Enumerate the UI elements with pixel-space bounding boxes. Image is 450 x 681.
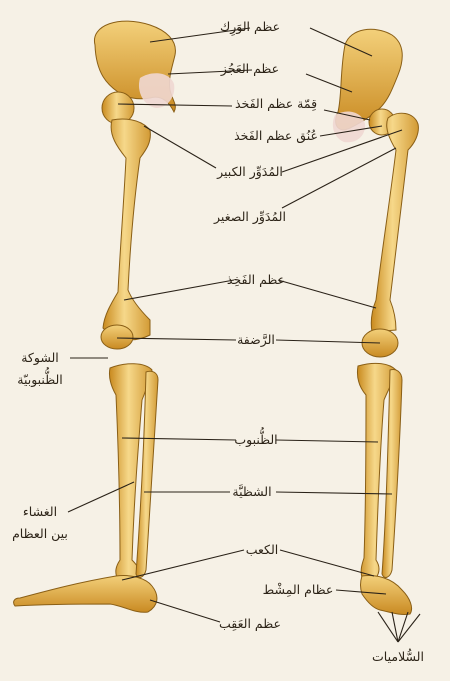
leader-sacrum-left — [167, 69, 253, 75]
leader-hip-left — [149, 27, 251, 43]
left-obturator — [138, 73, 175, 108]
leader-tibia-right — [275, 439, 379, 443]
left-foot — [13, 575, 158, 613]
left-femur — [102, 118, 151, 341]
label-tibial-spine-2: الظُّنبوبيّة — [17, 367, 63, 388]
leader-femur-left — [123, 279, 235, 301]
leader-lines — [67, 27, 421, 643]
label-lesser-trochanter: المُدَوِّر الصغير — [213, 209, 286, 225]
leader-phalanx-3 — [397, 611, 409, 643]
leader-gtrochanter-left — [143, 125, 217, 169]
left-leg — [13, 20, 176, 613]
right-femur — [370, 112, 419, 333]
leader-interosseous — [67, 481, 135, 513]
leader-fibula-right — [275, 491, 393, 495]
label-interosseous-2: بين العظام — [12, 526, 68, 542]
leader-femur-head-right — [323, 109, 371, 121]
leader-femur-head-left — [117, 103, 233, 107]
label-calcaneus: عظم العَقِب — [219, 616, 281, 632]
label-phalanges: السُّلاميات — [372, 649, 424, 664]
leader-phalanx-4 — [397, 613, 421, 643]
right-hip-bone — [335, 28, 403, 131]
leader-femur-neck — [319, 125, 383, 137]
label-hip-bone: عظم الوَرِك — [220, 19, 280, 36]
label-ankle: الكعب — [246, 542, 279, 557]
leader-calcaneus — [149, 599, 221, 623]
left-patella — [100, 324, 134, 350]
label-fibula: الشظيَّة — [232, 484, 271, 499]
label-patella: الرَّضفة — [237, 332, 275, 348]
leader-femur-right — [277, 279, 377, 309]
leader-ltrochanter — [281, 147, 397, 209]
left-fibula — [135, 370, 159, 578]
leader-hip-right — [309, 27, 373, 57]
label-greater-trochanter: المُدَوِّر الكبير — [216, 164, 283, 180]
labels: عظم الوَرِك عظم العَجُز قِمّة عظم الفَخذ… — [12, 19, 424, 664]
right-foot — [360, 575, 413, 615]
label-femur-head: قِمّة عظم الفَخذ — [235, 96, 317, 112]
leader-phalanx-1 — [377, 611, 399, 643]
leader-ankle-left — [121, 549, 245, 581]
label-sacrum: عظم العَجُز — [220, 61, 279, 77]
leader-metatarsals — [335, 589, 387, 595]
label-metatarsals: عظام المِشْط — [263, 582, 334, 597]
leader-patella-right — [275, 339, 381, 344]
label-tibia: الظُّنبوب — [234, 427, 277, 448]
label-tibial-spine-1: الشوكة — [21, 350, 59, 366]
leader-tibia-left — [121, 437, 237, 441]
right-fibula — [381, 369, 403, 578]
leader-sacrum-right — [305, 73, 353, 93]
right-obturator — [332, 111, 366, 143]
leader-ankle-right — [279, 549, 375, 577]
leader-patella-left — [116, 337, 237, 341]
leader-gtrochanter-right — [281, 129, 403, 173]
right-leg — [332, 28, 419, 615]
label-interosseous-1: الغشاء — [23, 504, 57, 519]
label-femur-neck: عُنُق عظم الفَخذ — [234, 128, 318, 144]
label-femur: عظم الفَخِذ — [227, 272, 285, 288]
leader-phalanx-2 — [391, 611, 399, 643]
